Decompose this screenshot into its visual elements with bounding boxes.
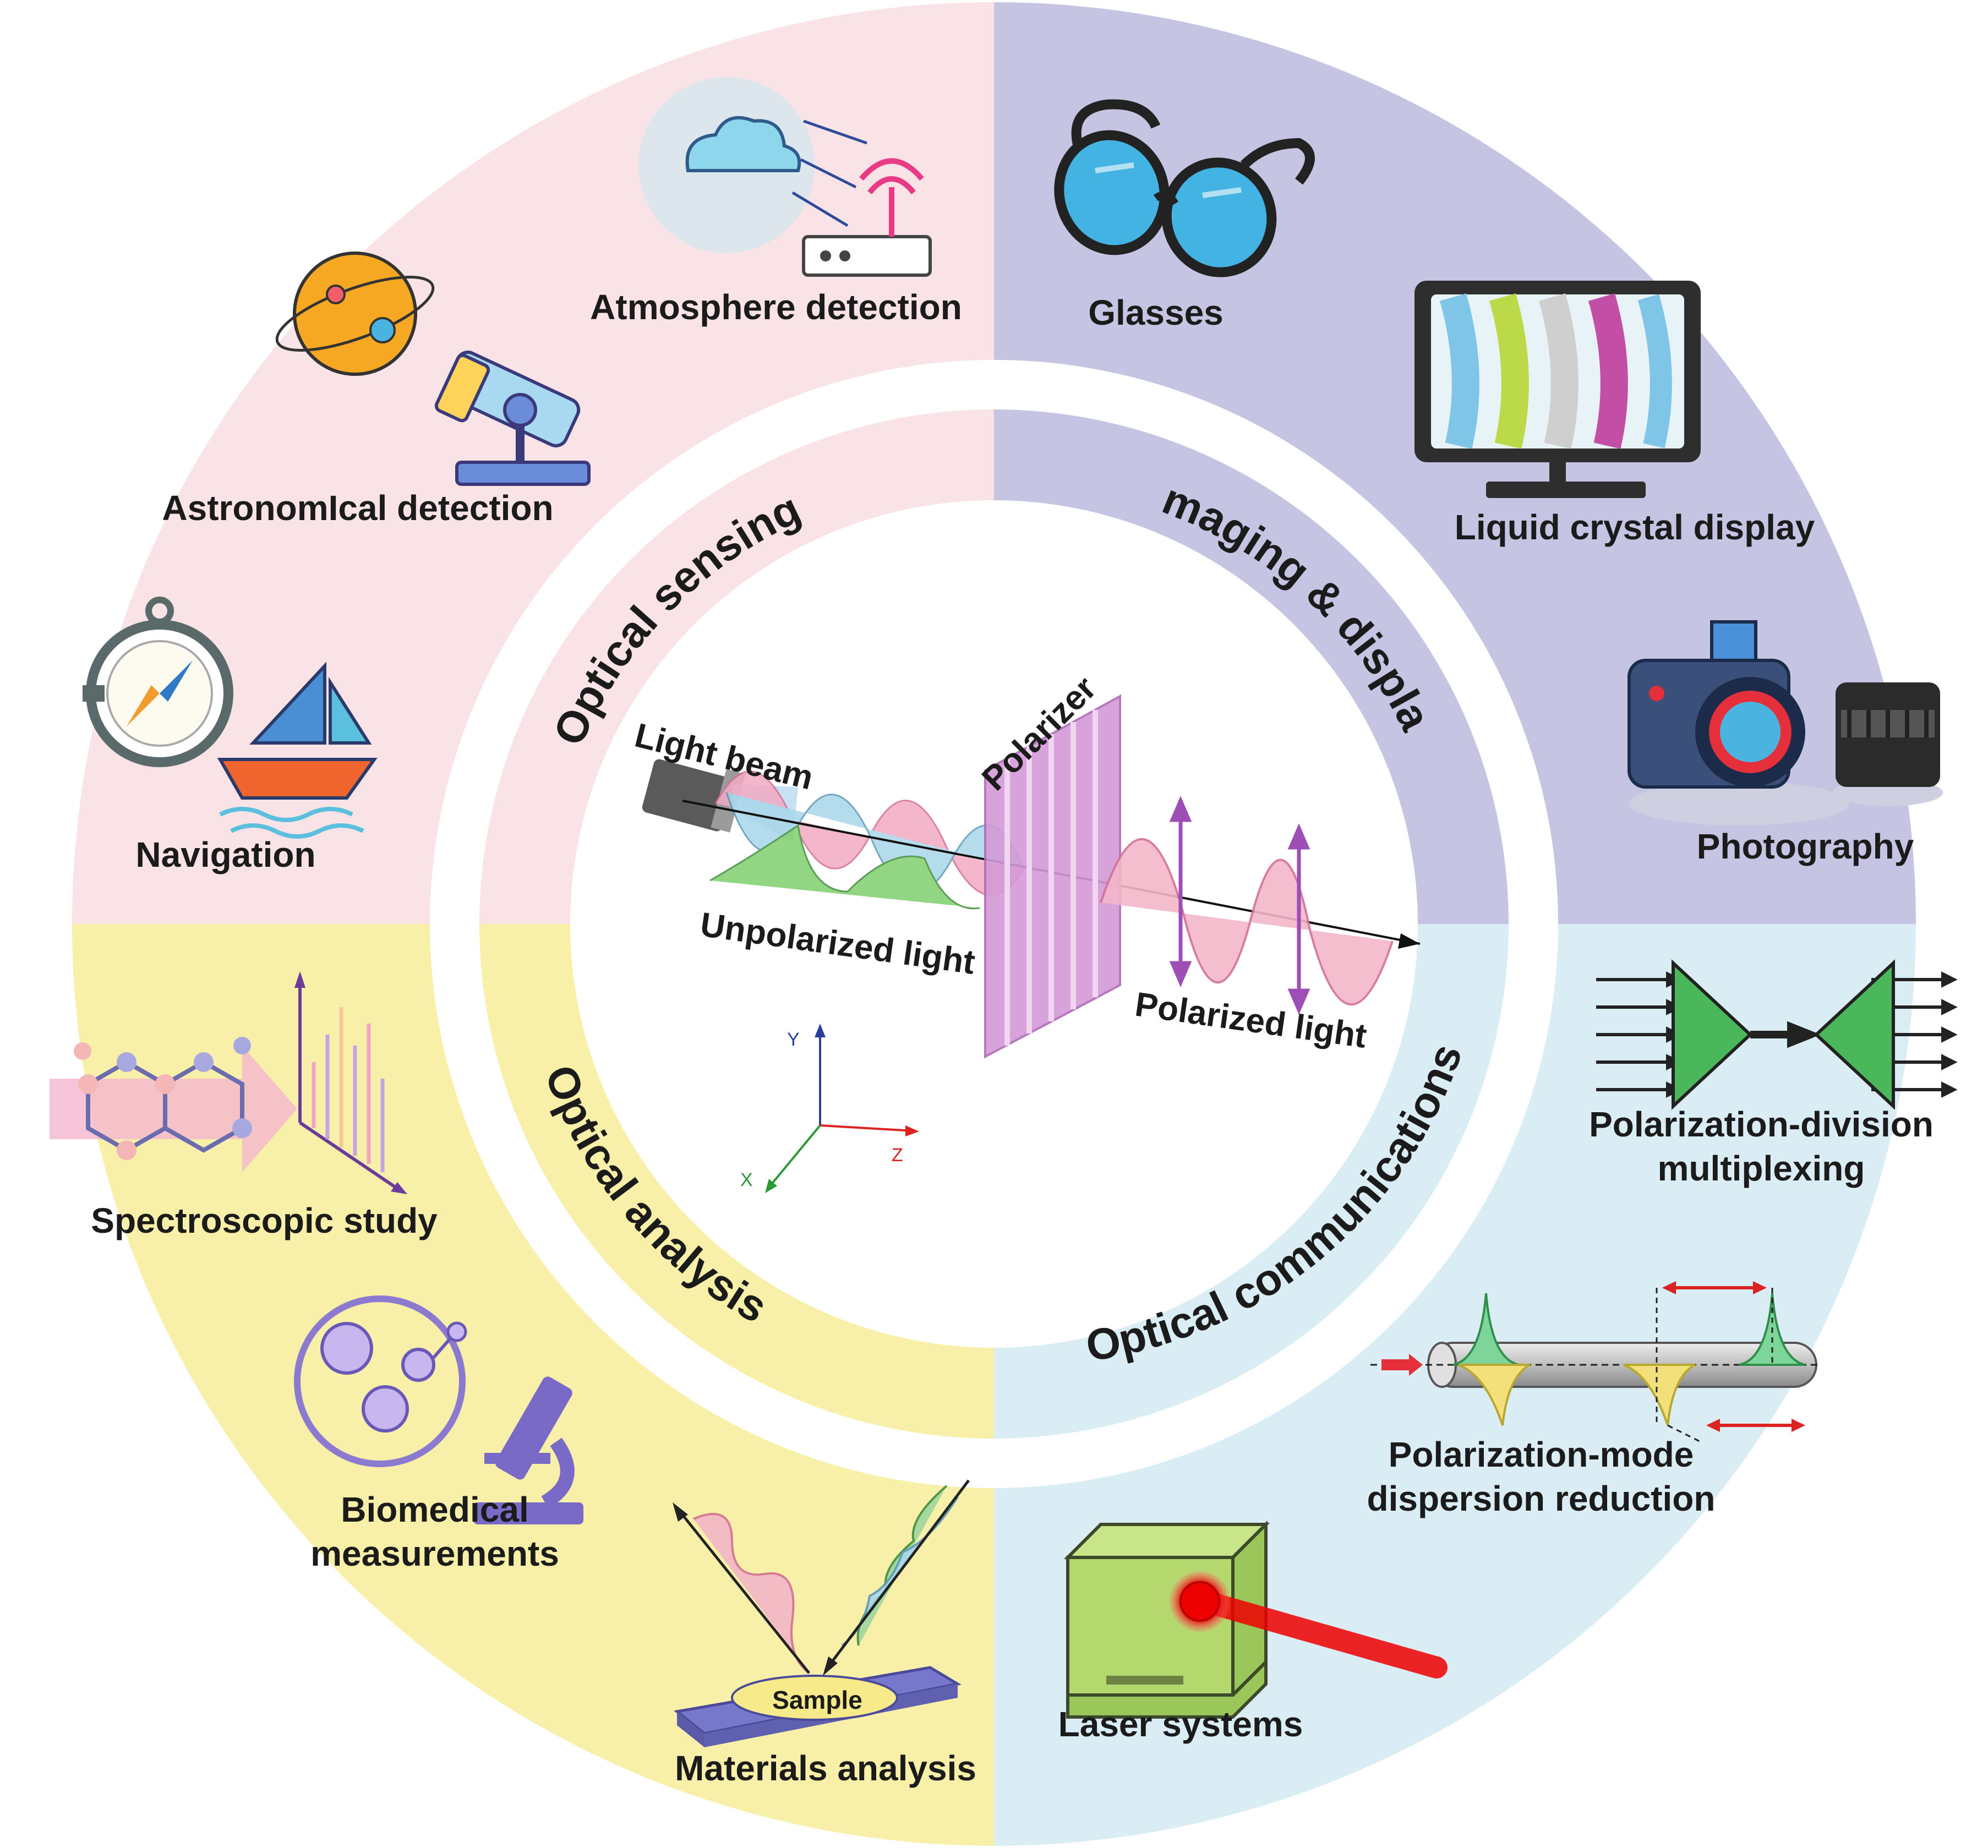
polarized-wave bbox=[1100, 838, 1394, 1005]
laser-box-icon bbox=[1063, 1520, 1448, 1719]
spectroscopic-study-label: Spectroscopic study bbox=[91, 1201, 438, 1240]
reflection-sample-icon: Sample bbox=[673, 1479, 970, 1747]
monitor-icon bbox=[1414, 281, 1701, 498]
materials-analysis-label: Materials analysis bbox=[675, 1748, 976, 1788]
astronomical-detection-label: AstronomIcal detection bbox=[162, 488, 553, 528]
liquid-crystal-display-label: Liquid crystal display bbox=[1455, 507, 1815, 547]
axis-x-label: X bbox=[740, 1169, 753, 1190]
polarization-mode-dispersion-label-line1: Polarization-mode bbox=[1389, 1435, 1694, 1474]
biomedical-measurements-label-line1: Biomedical bbox=[341, 1490, 528, 1529]
axis-y-label: Y bbox=[787, 1029, 800, 1050]
fiber-pulse-icon bbox=[1370, 1281, 1822, 1443]
atmosphere-detection: Atmosphere detection bbox=[590, 77, 962, 327]
navigation: Navigation bbox=[83, 597, 378, 874]
polarization-mode-dispersion-label-line2: dispersion reduction bbox=[1367, 1479, 1716, 1518]
axis-z-label: Z bbox=[892, 1145, 903, 1166]
multiplexer-icon bbox=[1596, 959, 1958, 1110]
planet-telescope-icon bbox=[275, 251, 591, 486]
polarization-mode-dispersion-reduction: Polarization-mode dispersion reduction bbox=[1367, 1281, 1822, 1518]
polarization-division-multiplexing: Polarization-division multiplexing bbox=[1589, 959, 1958, 1188]
polarizer-plate bbox=[984, 694, 1121, 1059]
navigation-label: Navigation bbox=[135, 835, 315, 874]
materials-analysis: Sample Materials analysis bbox=[673, 1479, 976, 1788]
astronomical-detection: AstronomIcal detection bbox=[162, 251, 591, 528]
axis-arrowhead bbox=[1398, 933, 1420, 949]
atmosphere-detection-label: Atmosphere detection bbox=[590, 287, 962, 327]
coordinate-axes: Y Z X bbox=[740, 1024, 919, 1193]
laser-systems-label: Laser systems bbox=[1058, 1704, 1303, 1744]
microscope-cells-icon bbox=[294, 1295, 583, 1524]
laser-systems: Laser systems bbox=[1058, 1520, 1448, 1744]
polarization-division-multiplexing-label-line2: multiplexing bbox=[1658, 1149, 1865, 1188]
biomedical-measurements: Biomedical measurements bbox=[294, 1295, 583, 1573]
molecule-spectrum-icon bbox=[50, 971, 407, 1194]
biomedical-measurements-label-line2: measurements bbox=[310, 1534, 559, 1573]
liquid-crystal-display: Liquid crystal display bbox=[1414, 281, 1815, 547]
compass-sailboat-icon bbox=[83, 597, 378, 839]
glasses-label: Glasses bbox=[1088, 293, 1224, 332]
photography: Photography bbox=[1627, 620, 1943, 866]
cloud-router-icon bbox=[638, 77, 932, 277]
polarization-division-multiplexing-label-line1: Polarization-division bbox=[1589, 1105, 1934, 1144]
glasses: Glasses bbox=[1054, 99, 1315, 332]
camera-lens-icon bbox=[1627, 620, 1943, 825]
photography-label: Photography bbox=[1697, 827, 1914, 866]
spectroscopic-study: Spectroscopic study bbox=[50, 971, 438, 1240]
sample-label: Sample bbox=[772, 1686, 862, 1714]
glasses-icon bbox=[1054, 99, 1315, 277]
polarization-arrows bbox=[1169, 796, 1310, 1015]
